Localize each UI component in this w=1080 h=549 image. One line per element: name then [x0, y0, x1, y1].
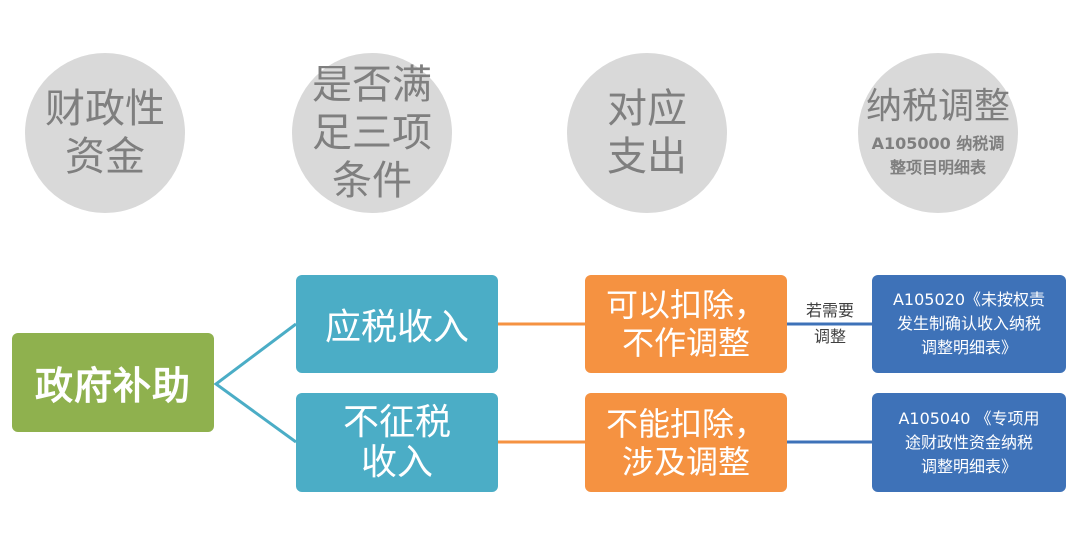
non-taxable-income-box: 不征税 收入 — [296, 393, 498, 492]
circle-fiscal-funds-text: 财政性 资金 — [45, 86, 165, 180]
if-adjustment-needed-label: 若需要 调整 — [805, 301, 854, 346]
circle-tax-adjustment-text: 纳税调整 — [865, 86, 1010, 127]
form-a105020-box: A105020《未按权责 发生制确认收入纳税 调整明细表》 — [872, 275, 1066, 373]
circle-three-conditions-text: 是否满 足三项 条件 — [312, 62, 432, 204]
non-deductible-box: 不能扣除， 涉及调整 — [585, 393, 787, 492]
root-branch-connector — [213, 322, 297, 444]
deductible-box: 可以扣除， 不作调整 — [585, 275, 787, 373]
circle-tax-adjustment: 纳税调整 A105000 纳税调 整项目明细表 — [858, 53, 1018, 213]
circle-tax-adjustment-subtext: A105000 纳税调 整项目明细表 — [871, 134, 1005, 177]
circle-corresponding-expense: 对应 支出 — [567, 53, 727, 213]
circle-three-conditions: 是否满 足三项 条件 — [292, 53, 452, 213]
circle-corresponding-expense-text: 对应 支出 — [607, 86, 687, 180]
taxable-income-box: 应税收入 — [296, 275, 498, 373]
government-subsidy-box: 政府补助 — [12, 333, 214, 432]
circle-fiscal-funds: 财政性 资金 — [25, 53, 185, 213]
form-a105040-box: A105040 《专项用 途财政性资金纳税 调整明细表》 — [872, 393, 1066, 492]
